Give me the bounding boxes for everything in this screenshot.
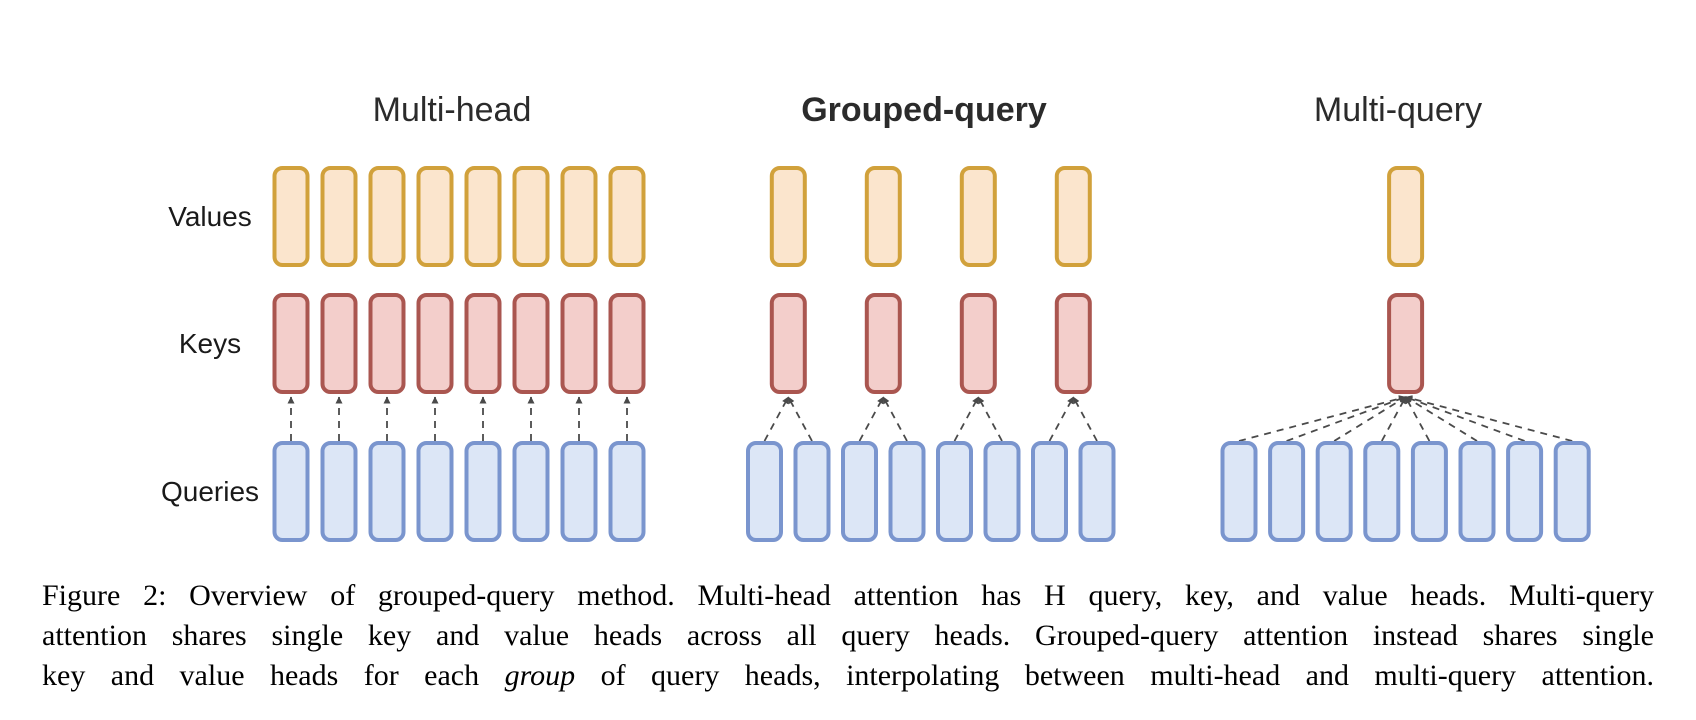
query-to-key-connector-line (953, 396, 980, 442)
query-head-rect (560, 441, 598, 542)
caption-segment: attention shares single key and value he… (42, 619, 1654, 652)
value-head-rect (320, 166, 358, 267)
query-to-key-connector-line (763, 396, 790, 442)
query-to-key-connector-line (787, 396, 813, 442)
query-to-key-connector-line (882, 396, 908, 442)
panel-title-multi-head: Multi-head (372, 91, 532, 129)
key-head-rect (368, 293, 406, 394)
query-head-rect (888, 441, 926, 542)
query-head-rect (320, 441, 358, 542)
caption-line: attention shares single key and value he… (42, 616, 1654, 656)
query-head-rect (1031, 441, 1068, 542)
key-head-rect (769, 293, 807, 394)
query-head-rect (1410, 441, 1448, 542)
row-label-values: Values (168, 201, 252, 232)
value-head-rect (416, 166, 454, 267)
query-head-rect (1506, 441, 1544, 542)
query-to-key-connector-line (1405, 395, 1525, 442)
query-head-rect (464, 441, 502, 542)
value-head-rect (1054, 166, 1092, 267)
caption-line: key and value heads for each group of qu… (42, 656, 1654, 696)
query-head-rect (1458, 441, 1496, 542)
value-head-rect (1387, 166, 1425, 267)
query-head-rect (746, 441, 783, 542)
key-head-rect (608, 293, 646, 394)
caption-segment: Figure 2: Overview of grouped-query meth… (42, 579, 1654, 612)
query-to-key-connector-line (1405, 396, 1478, 442)
query-to-key-connector-line (1048, 396, 1075, 442)
query-head-rect (416, 441, 454, 542)
query-to-key-connector-line (977, 396, 1003, 442)
query-to-key-connector-line (1404, 396, 1431, 442)
query-to-key-connector-line (1286, 395, 1407, 442)
caption-segment: of query heads, interpolating between mu… (575, 659, 1654, 692)
key-head-rect (959, 293, 997, 394)
caption-line: Figure 2: Overview of grouped-query meth… (42, 576, 1654, 616)
value-head-rect (959, 166, 997, 267)
query-head-rect (272, 441, 310, 542)
query-to-key-connector-line (1072, 396, 1098, 442)
key-head-rect (272, 293, 310, 394)
query-head-rect (1363, 441, 1401, 542)
query-head-rect (1220, 441, 1258, 542)
query-head-rect (1553, 441, 1591, 542)
query-head-rect (936, 441, 973, 542)
value-head-rect (769, 166, 807, 267)
query-to-key-connector-line (858, 396, 885, 442)
query-head-rect (841, 441, 878, 542)
query-to-key-connector-line (1405, 395, 1573, 442)
value-head-rect (864, 166, 902, 267)
panel-title-grouped-query: Grouped-query (801, 91, 1047, 129)
value-head-rect (560, 166, 598, 267)
key-head-rect (320, 293, 358, 394)
value-head-rect (512, 166, 550, 267)
attention-heads-diagram (272, 166, 1591, 542)
row-label-queries: Queries (160, 476, 260, 507)
key-head-rect (864, 293, 902, 394)
query-to-key-connector-line (1238, 395, 1407, 442)
key-head-rect (464, 293, 502, 394)
query-head-rect (368, 441, 406, 542)
caption-segment: key and value heads for each (42, 659, 505, 692)
query-head-rect (608, 441, 646, 542)
value-head-rect (368, 166, 406, 267)
query-head-rect (1268, 441, 1306, 542)
key-head-rect (1054, 293, 1092, 394)
query-to-key-connector-line (1333, 396, 1407, 442)
panel-title-multi-query: Multi-query (1313, 91, 1483, 129)
row-label-keys: Keys (178, 328, 242, 359)
value-head-rect (272, 166, 310, 267)
value-head-rect (608, 166, 646, 267)
query-head-rect (1078, 441, 1116, 542)
figure-caption: Figure 2: Overview of grouped-query meth… (42, 576, 1654, 696)
query-head-rect (793, 441, 831, 542)
value-head-rect (464, 166, 502, 267)
key-head-rect (1387, 293, 1425, 394)
query-head-rect (512, 441, 550, 542)
key-head-rect (560, 293, 598, 394)
key-head-rect (512, 293, 550, 394)
query-head-rect (1315, 441, 1353, 542)
query-head-rect (983, 441, 1021, 542)
caption-segment-italic: group (504, 659, 576, 692)
key-head-rect (416, 293, 454, 394)
query-to-key-connector-line (1381, 396, 1407, 442)
